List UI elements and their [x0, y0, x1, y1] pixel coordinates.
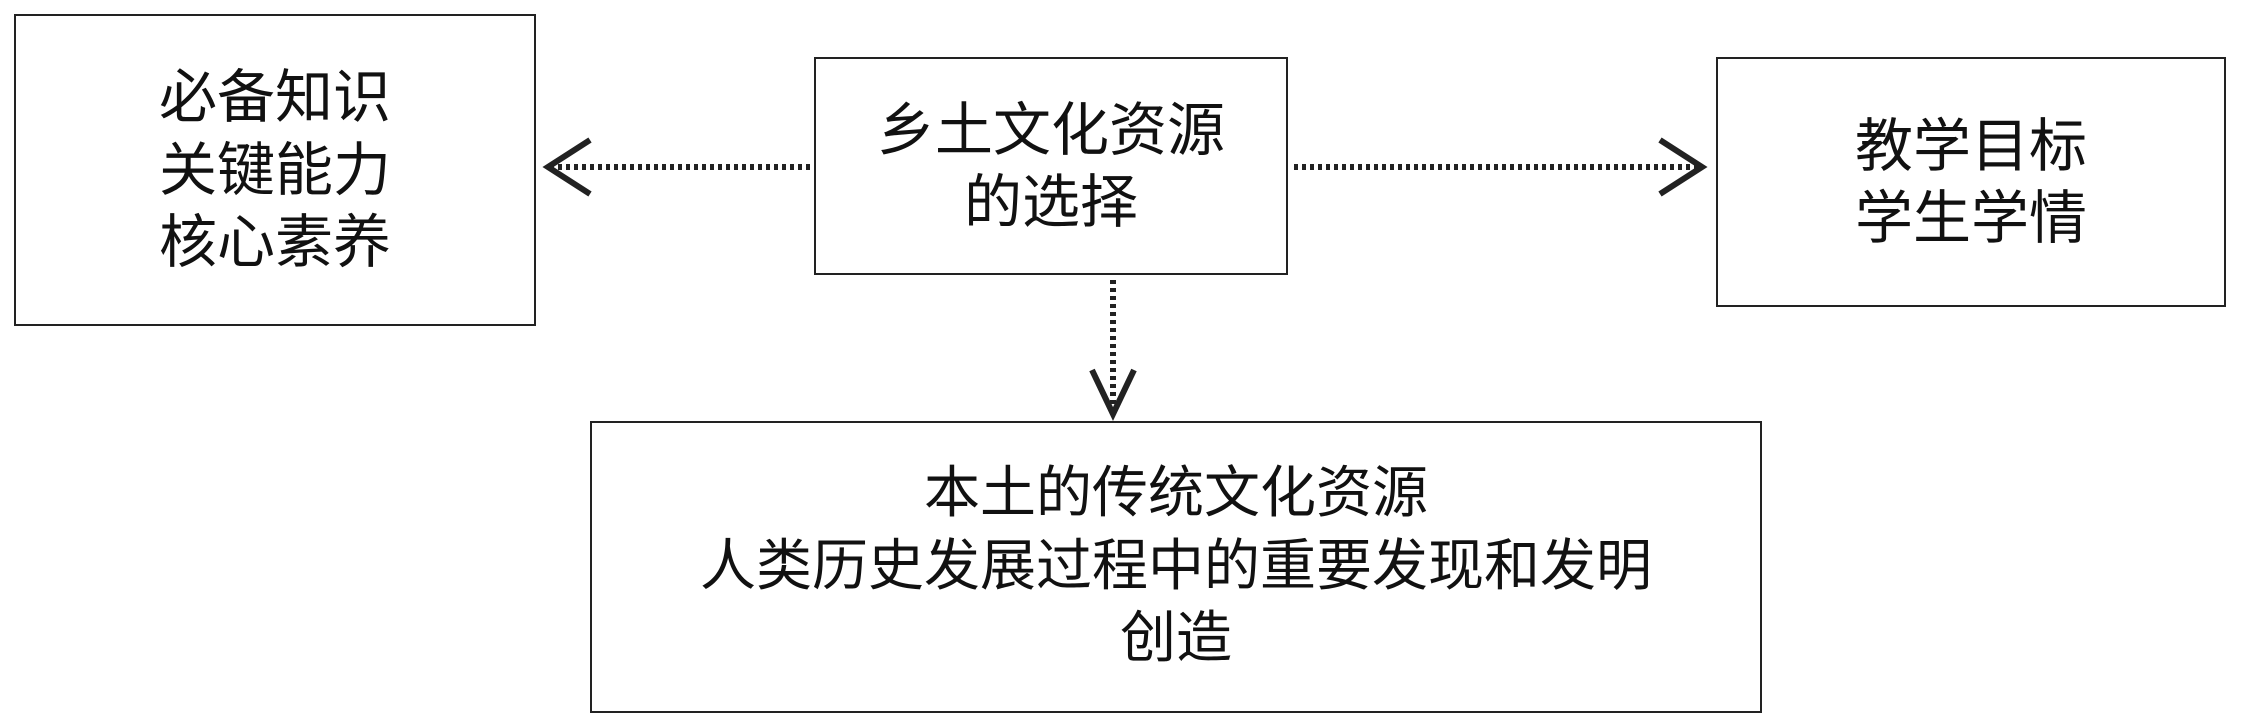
- arrowhead-left-icon: [542, 137, 592, 197]
- node-text: 人类历史发展过程中的重要发现和发明: [700, 533, 1652, 599]
- node-text: 本土的传统文化资源: [924, 460, 1428, 526]
- node-text: 核心素养: [158, 208, 391, 277]
- node-core-competencies: 必备知识 关键能力 核心素养: [14, 14, 536, 326]
- node-text: 必备知识: [158, 63, 391, 132]
- node-text: 乡土文化资源: [876, 95, 1225, 164]
- arrowhead-right-icon: [1658, 137, 1708, 197]
- node-text: 的选择: [963, 168, 1138, 236]
- node-text: 关键能力: [158, 135, 391, 204]
- arrowhead-down-icon: [1089, 368, 1137, 421]
- node-text: 学生学情: [1854, 184, 2087, 252]
- node-cultural-resources: 本土的传统文化资源 人类历史发展过程中的重要发现和发明 创造: [590, 421, 1762, 713]
- node-resource-selection: 乡土文化资源 的选择: [814, 57, 1288, 275]
- node-text: 教学目标: [1854, 111, 2087, 180]
- node-text: 创造: [1120, 606, 1232, 672]
- node-teaching-goals: 教学目标 学生学情: [1716, 57, 2226, 307]
